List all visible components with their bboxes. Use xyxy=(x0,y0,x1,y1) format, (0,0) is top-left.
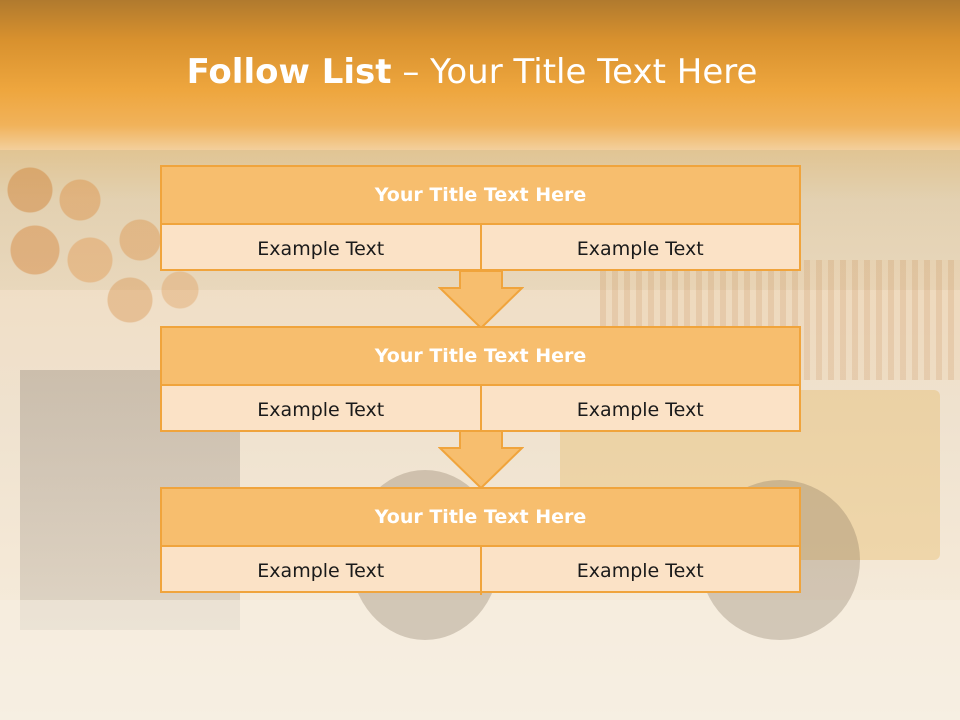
step-cell-left: Example Text xyxy=(257,238,385,260)
down-arrow-icon xyxy=(438,270,524,330)
step-box-1: Your Title Text Here Example Text Exampl… xyxy=(160,165,801,273)
step-row: Example Text Example Text xyxy=(162,547,799,595)
slide-title: Follow List – Your Title Text Here xyxy=(0,52,944,92)
step-cell-right: Example Text xyxy=(479,547,800,595)
slide-title-rest: – Your Title Text Here xyxy=(391,52,758,92)
step-title: Your Title Text Here xyxy=(162,328,799,386)
step-cell-left: Example Text xyxy=(257,560,385,582)
slide-title-bold: Follow List xyxy=(186,52,392,92)
step-box-2: Your Title Text Here Example Text Exampl… xyxy=(160,326,801,434)
step-box-3: Your Title Text Here Example Text Exampl… xyxy=(160,487,801,595)
step-cell-right: Example Text xyxy=(479,386,800,434)
step-row: Example Text Example Text xyxy=(162,225,799,273)
step-row: Example Text Example Text xyxy=(162,386,799,434)
step-cell-right: Example Text xyxy=(479,225,800,273)
step-title: Your Title Text Here xyxy=(162,167,799,225)
step-title: Your Title Text Here xyxy=(162,489,799,547)
background-ground xyxy=(0,600,960,720)
down-arrow-icon xyxy=(438,430,524,490)
step-cell-left: Example Text xyxy=(257,399,385,421)
